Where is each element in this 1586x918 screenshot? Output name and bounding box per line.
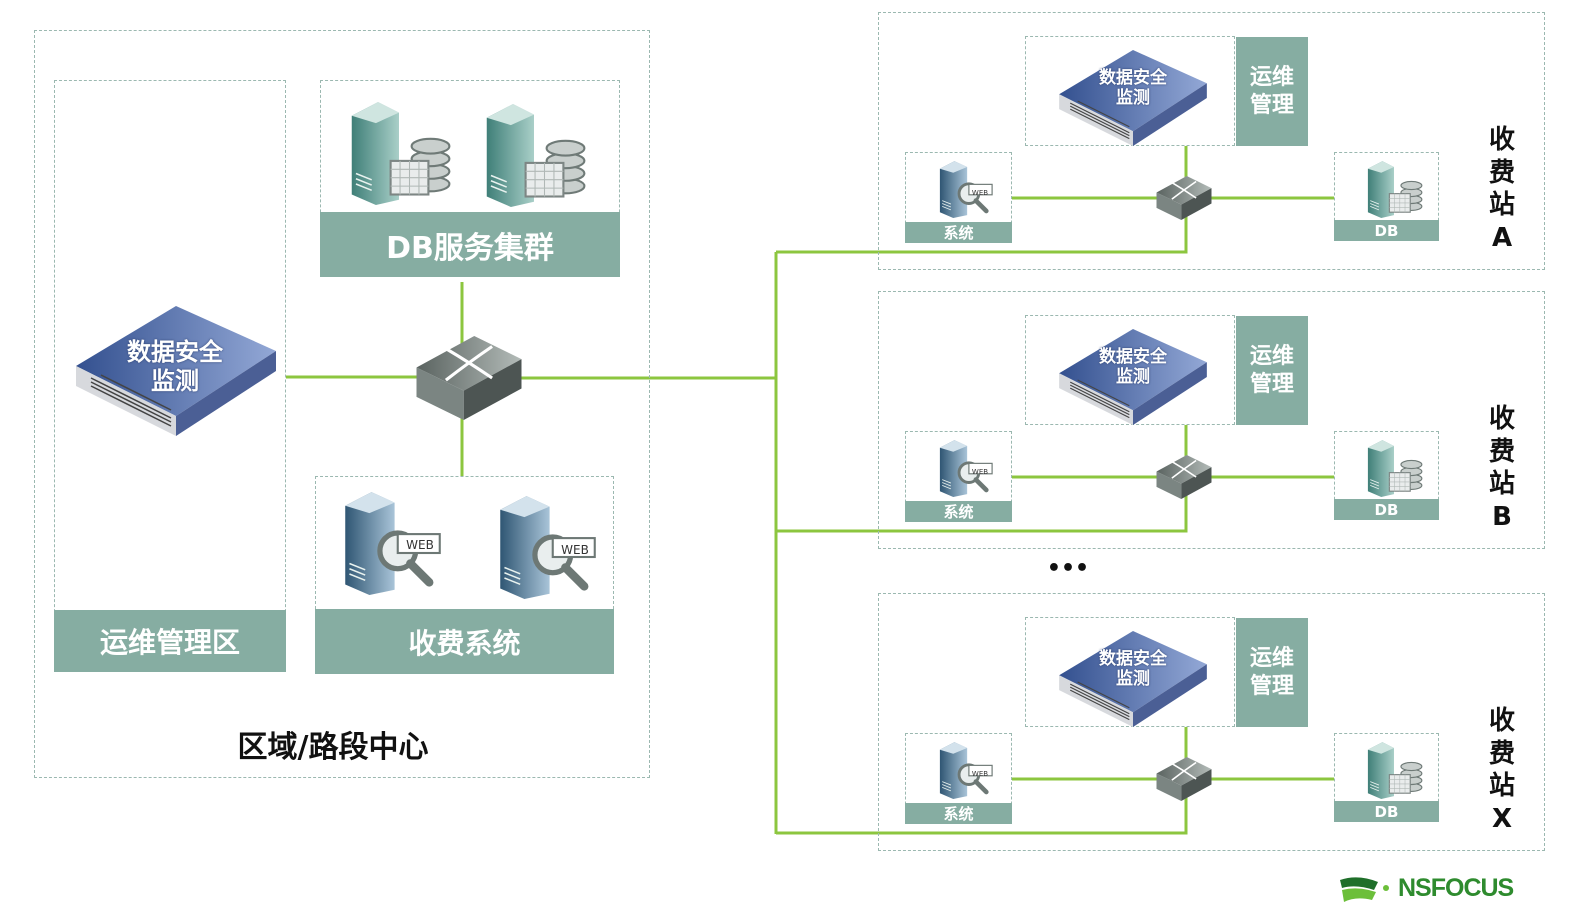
station-name-char: 站 — [1488, 190, 1515, 220]
web-icon-text: WEB — [971, 189, 989, 197]
station-db-label: DB — [1334, 220, 1439, 241]
monitor-label-line2: 监测 — [1116, 88, 1150, 109]
monitor-label-line1: 数据安全 — [1099, 649, 1167, 669]
ops-label-line1: 运维 — [1249, 646, 1294, 671]
db-server-icon — [480, 102, 588, 207]
station-name-char: 收 — [1488, 404, 1515, 434]
db-server-icon — [1364, 160, 1424, 218]
db-cluster-label: DB服务集群 — [320, 212, 620, 277]
station-web-label: 系统 — [905, 803, 1012, 824]
station-links — [776, 146, 1334, 254]
station-x: 运维 管理 数据安全 监测 WEB 系统 DB 收 费 站 X — [776, 593, 1545, 851]
web-icon-text: WEB — [971, 468, 989, 476]
monitor-label: 数据安全 监测 — [100, 338, 250, 396]
station-web-label: 系统 — [905, 501, 1012, 522]
station-zone — [878, 291, 1545, 549]
station-name: 收 费 站 B — [1482, 403, 1522, 533]
station-monitor-zone — [1025, 315, 1235, 425]
station-db-label: DB — [1334, 801, 1439, 822]
ops-label-line1: 运维 — [1249, 344, 1294, 369]
station-name: 收 费 站 X — [1482, 705, 1522, 835]
station-name-char: 站 — [1488, 469, 1515, 499]
logo-text: NSFOCUS — [1398, 874, 1514, 902]
center-zone — [34, 30, 650, 778]
station-ops-label: 运维 管理 — [1236, 316, 1308, 425]
monitor-label-line1: 数据安全 — [127, 338, 223, 366]
station-a: 运维 管理 数据安全 监测 WEB 系统 DB 收 费 站 A — [776, 12, 1545, 270]
logo-flag-icon — [1340, 877, 1389, 902]
station-name-char: X — [1491, 803, 1513, 834]
station-db-label: DB — [1334, 499, 1439, 520]
ops-label-line2: 管理 — [1249, 371, 1294, 397]
station-name: 收 费 站 A — [1482, 124, 1522, 254]
monitor-label: 数据安全 监测 — [1068, 68, 1198, 109]
db-server-icon — [1364, 439, 1424, 497]
station-name-char: 收 — [1488, 706, 1515, 736]
fee-system-label: 收费系统 — [315, 609, 614, 674]
station-name-char: 站 — [1488, 771, 1515, 801]
monitor-label-line1: 数据安全 — [1099, 68, 1167, 88]
switch-icon — [1152, 455, 1216, 499]
web-icon-text: WEB — [561, 543, 589, 557]
station-zone — [878, 593, 1545, 851]
station-ops-label: 运维 管理 — [1236, 37, 1308, 146]
station-name-char: 费 — [1488, 436, 1515, 467]
ops-label-line2: 管理 — [1249, 673, 1294, 699]
station-name-char: 收 — [1488, 125, 1515, 155]
switch-icon — [416, 336, 522, 420]
station-name-char: B — [1492, 501, 1512, 532]
ops-label-line2: 管理 — [1249, 92, 1294, 118]
station-name-char: 费 — [1488, 738, 1515, 769]
monitor-label: 数据安全 监测 — [1068, 347, 1198, 388]
ops-zone-label: 运维管理区 — [54, 610, 286, 672]
station-ops-label: 运维 管理 — [1236, 618, 1308, 727]
monitor-label-line2: 监测 — [1116, 669, 1150, 690]
station-name-char: 费 — [1488, 157, 1515, 188]
db-server-icon — [345, 100, 453, 205]
switch-icon — [1152, 757, 1216, 801]
web-icon-text: WEB — [406, 538, 434, 552]
monitor-label-line2: 监测 — [151, 366, 199, 395]
ops-label-line1: 运维 — [1249, 65, 1294, 90]
nsfocus-logo: NSFOCUS — [1338, 872, 1553, 906]
switch-icon — [1152, 176, 1216, 220]
station-links — [776, 425, 1334, 533]
more-stations-ellipsis: ••• — [1046, 556, 1090, 581]
db-server-icon — [1364, 741, 1424, 799]
monitor-label: 数据安全 监测 — [1068, 649, 1198, 690]
station-b: 运维 管理 数据安全 监测 WEB 系统 DB 收 费 站 B — [776, 291, 1545, 549]
web-icon-text: WEB — [971, 770, 989, 778]
station-monitor-zone — [1025, 617, 1235, 727]
monitor-label-line1: 数据安全 — [1099, 347, 1167, 367]
station-links — [776, 727, 1334, 835]
station-name-char: A — [1491, 222, 1513, 253]
monitor-label-line2: 监测 — [1116, 367, 1150, 388]
station-web-label: 系统 — [905, 222, 1012, 243]
center-title: 区域/路段中心 — [237, 730, 429, 765]
station-monitor-zone — [1025, 36, 1235, 146]
station-zone — [878, 12, 1545, 270]
